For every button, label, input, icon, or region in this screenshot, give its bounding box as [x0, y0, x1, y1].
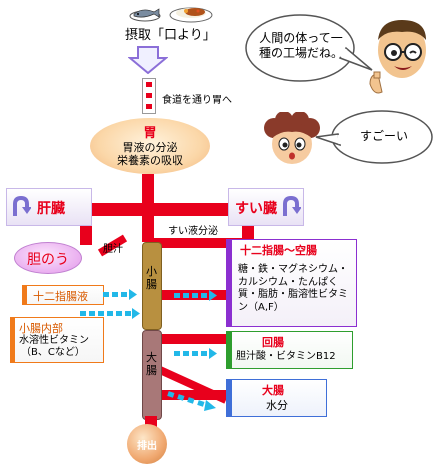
ileum-title: 回腸 — [262, 336, 284, 349]
large-intestine-label: 大腸 — [146, 351, 157, 377]
u-turn-arrow-icon — [283, 196, 301, 216]
small-intestine-inner-line2: （B、Cなど） — [21, 347, 85, 358]
bile-label: 胆汁 — [103, 244, 123, 255]
stomach-title: 胃 — [143, 126, 157, 141]
large-box: 大腸 水分 — [226, 379, 327, 417]
fish-icon — [128, 4, 162, 22]
intake-label: 摂取「口より」 — [125, 28, 216, 43]
excretion-node: 排出 — [127, 424, 167, 464]
duodenum-box: 十二指腸～空腸 糖・鉄・マグネシウム・カルシウム・たんぱく質・脂肪・脂溶性ビタミ… — [226, 239, 357, 327]
pipe-horizontal — [80, 203, 254, 216]
stomach-node: 胃 胃液の分泌 栄養素の吸収 — [90, 118, 210, 174]
stomach-line2: 栄養素の吸収 — [117, 154, 183, 167]
liver-label: 肝臓 — [37, 201, 65, 217]
large-box-title: 大腸 — [262, 384, 284, 397]
small-intestine-label: 小腸 — [146, 265, 157, 291]
pancreas-label: すい臓 — [235, 201, 277, 217]
intake-down-arrow — [128, 46, 168, 74]
pipe-to-large — [154, 390, 226, 400]
pancreatic-juice-label: すい液分泌 — [168, 226, 218, 237]
small-intestine-inner-line1: 水溶性ビタミン — [19, 335, 89, 346]
small-intestine-inner-title: 小腸内部 — [19, 322, 63, 335]
duodenal-juice-label: 十二指腸液 — [33, 290, 88, 303]
gallbladder-node: 胆のう — [14, 242, 82, 274]
gallbladder-label: 胆のう — [27, 252, 69, 268]
ileum-box: 回腸 胆汁酸・ビタミンB12 — [226, 331, 353, 369]
pipe-to-duodenum — [154, 290, 226, 300]
man-avatar — [368, 18, 434, 102]
pipe-to-ileum — [154, 334, 226, 344]
duodenal-juice-box: 十二指腸液 — [22, 285, 104, 305]
bubble-girl-text: すごーい — [359, 129, 408, 143]
esophagus-label: 食道を通り胃へ — [162, 95, 232, 106]
pancreas-box: すい臓 — [228, 188, 304, 226]
liver-box: 肝臓 — [6, 188, 92, 226]
excretion-label: 排出 — [137, 441, 157, 452]
girl-avatar — [262, 112, 322, 168]
curry-plate-icon — [168, 0, 214, 24]
bubble-man-text: 人間の体って一種の工場だね。 — [258, 31, 343, 60]
stomach-line1: 胃液の分泌 — [122, 141, 178, 154]
small-intestine-inner-box: 小腸内部 水溶性ビタミン （B、Cなど） — [10, 317, 104, 363]
duodenum-body: 糖・鉄・マグネシウム・カルシウム・たんぱく質・脂肪・脂溶性ビタミン（A,F） — [238, 264, 348, 313]
u-turn-arrow-icon — [13, 196, 31, 216]
ileum-body: 胆汁酸・ビタミンB12 — [236, 351, 336, 362]
pipe-connector-horizontal — [154, 238, 254, 248]
esophagus-column — [142, 78, 156, 114]
large-box-body: 水分 — [266, 399, 288, 412]
duodenum-title: 十二指腸～空腸 — [240, 244, 317, 257]
small-intestine-tube: 小腸 — [142, 242, 162, 330]
